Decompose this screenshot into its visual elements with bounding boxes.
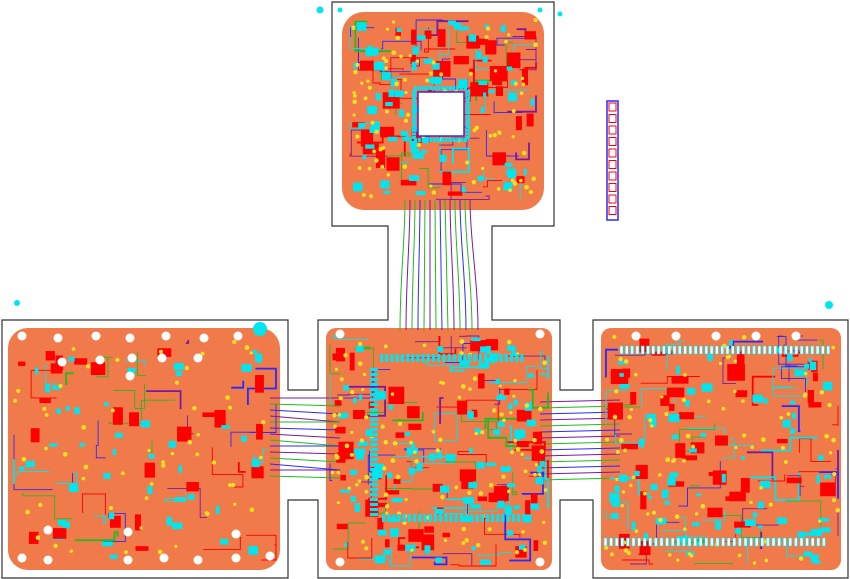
side-neck-traces xyxy=(269,397,621,481)
connector-pin xyxy=(608,206,617,215)
connector-pin xyxy=(608,194,617,204)
chip-window xyxy=(417,91,465,137)
left-board-pour xyxy=(8,328,280,570)
pin-header-connector xyxy=(606,100,619,221)
connector-pin xyxy=(608,102,617,112)
fiducial-marks xyxy=(14,6,833,336)
connector-pin xyxy=(608,137,617,146)
board-detail xyxy=(13,18,840,567)
connector-pin xyxy=(608,171,617,181)
flex-neck-traces xyxy=(399,199,479,331)
connector-pin xyxy=(608,148,617,158)
connector-pin xyxy=(608,125,617,135)
connector-pin xyxy=(608,160,617,169)
connector-pin xyxy=(608,183,617,192)
connector-pin xyxy=(608,114,617,123)
